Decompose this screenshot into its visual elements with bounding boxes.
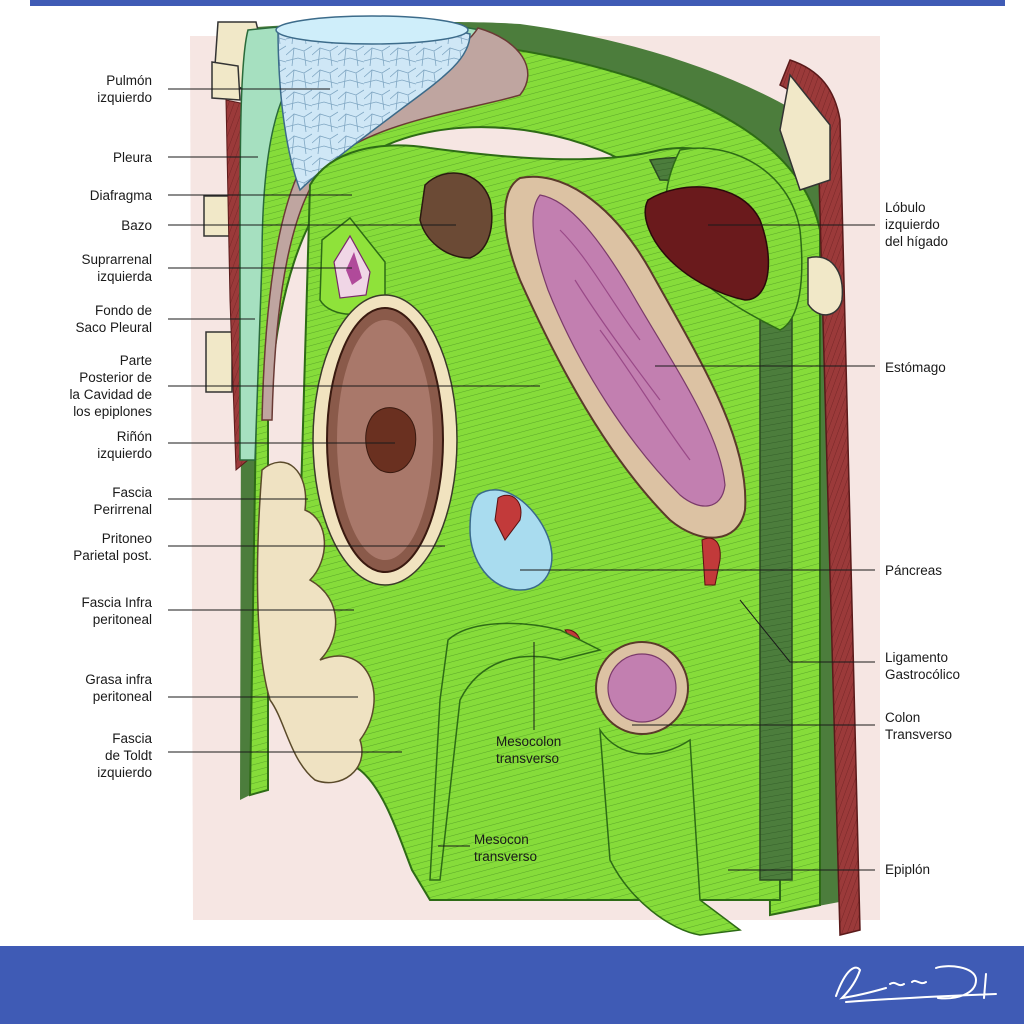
label-omentum: Epiplón [885,862,931,877]
label-adrenal: Suprarrenal izquierda [81,252,152,284]
label-pleura: Pleura [112,150,152,165]
label-transverse-colon: Colon Transverso [885,710,953,742]
ribs-right [779,73,831,191]
signature-logo [835,965,997,1003]
label-spleen: Bazo [121,218,152,233]
label-omental-bursa-posterior: Parte Posterior de la Cavidad de los epi… [69,353,152,419]
label-infraperitoneal-fascia: Fascia Infra peritoneal [81,595,152,627]
stomach-mucosa [532,194,726,507]
label-pancreas: Páncreas [885,563,943,578]
label-perirenal-fascia: Fascia Perirrenal [93,485,152,517]
label-diaphragm: Diafragma [89,188,152,203]
label-left-kidney: Riñón izquierdo [97,429,152,461]
transverse-mesocolon [429,622,603,881]
omentum [599,727,742,936]
label-left-lung: Pulmón izquierdo [97,73,152,105]
label-toldt-fascia: Fascia de Toldt izquierdo [97,731,152,780]
top-border [30,0,1005,6]
label-infraperitoneal-fat: Grasa infra peritoneal [85,672,152,704]
label-mesocon-transverse: Mesocon transverso [474,832,538,864]
infraperitoneal-fat [256,461,375,784]
pancreas [469,489,553,591]
label-stomach: Estómago [885,360,946,375]
leader-lines [168,88,875,871]
label-gastrocolic-ligament: Ligamento Gastrocólico [885,650,961,682]
spleen [419,172,493,259]
label-pleural-recess: Fondo de Saco Pleural [75,303,152,335]
label-liver-left-lobe: Lóbulo izquierdo del hígado [885,200,949,249]
label-posterior-peritoneum: Pritoneo Parietal post. [73,531,152,563]
label-transverse-mesocolon: Mesocolon transverso [496,734,562,766]
